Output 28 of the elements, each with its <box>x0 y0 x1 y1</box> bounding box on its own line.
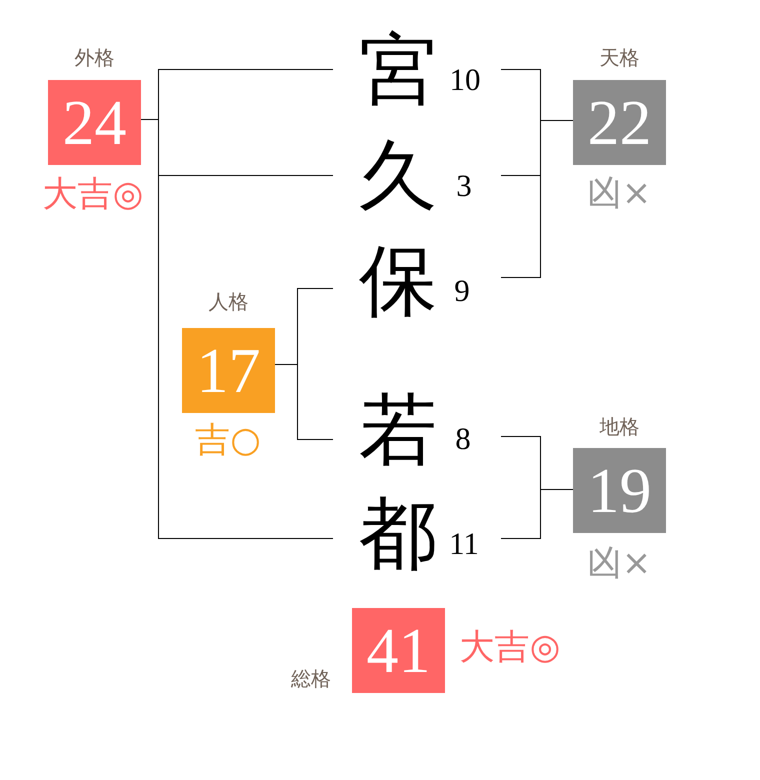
score-heading: 外格 <box>74 46 114 72</box>
fortune-label: 大吉◎ <box>460 626 560 670</box>
kanji-character: 保 <box>359 236 437 326</box>
stroke-count: 3 <box>456 168 472 204</box>
score-heading: 総格 <box>291 668 331 692</box>
score-heading: 天格 <box>600 46 640 72</box>
fortune-label: 大吉◎ <box>42 174 144 216</box>
stroke-count: 10 <box>450 62 480 98</box>
score-heading: 地格 <box>600 416 640 440</box>
fortune-label: 凶× <box>586 172 652 216</box>
bracket-line <box>500 120 574 278</box>
score-box: 22 <box>573 80 666 165</box>
score-box: 24 <box>48 80 141 165</box>
kanji-character: 久 <box>359 132 437 222</box>
stroke-count: 9 <box>454 273 470 309</box>
score-heading: 人格 <box>208 290 248 316</box>
stroke-count: 11 <box>449 526 479 562</box>
score-box: 17 <box>182 328 275 413</box>
kanji-character: 都 <box>359 490 437 580</box>
score-box: 41 <box>352 608 445 693</box>
bracket-line <box>500 489 574 539</box>
kanji-character: 若 <box>359 386 437 476</box>
fortune-label: 吉○ <box>195 420 261 462</box>
bracket-line <box>274 364 334 440</box>
score-box: 19 <box>573 448 666 533</box>
fortune-label: 凶× <box>586 542 652 586</box>
kanji-character: 宮 <box>359 26 437 116</box>
stroke-count: 8 <box>455 421 471 457</box>
